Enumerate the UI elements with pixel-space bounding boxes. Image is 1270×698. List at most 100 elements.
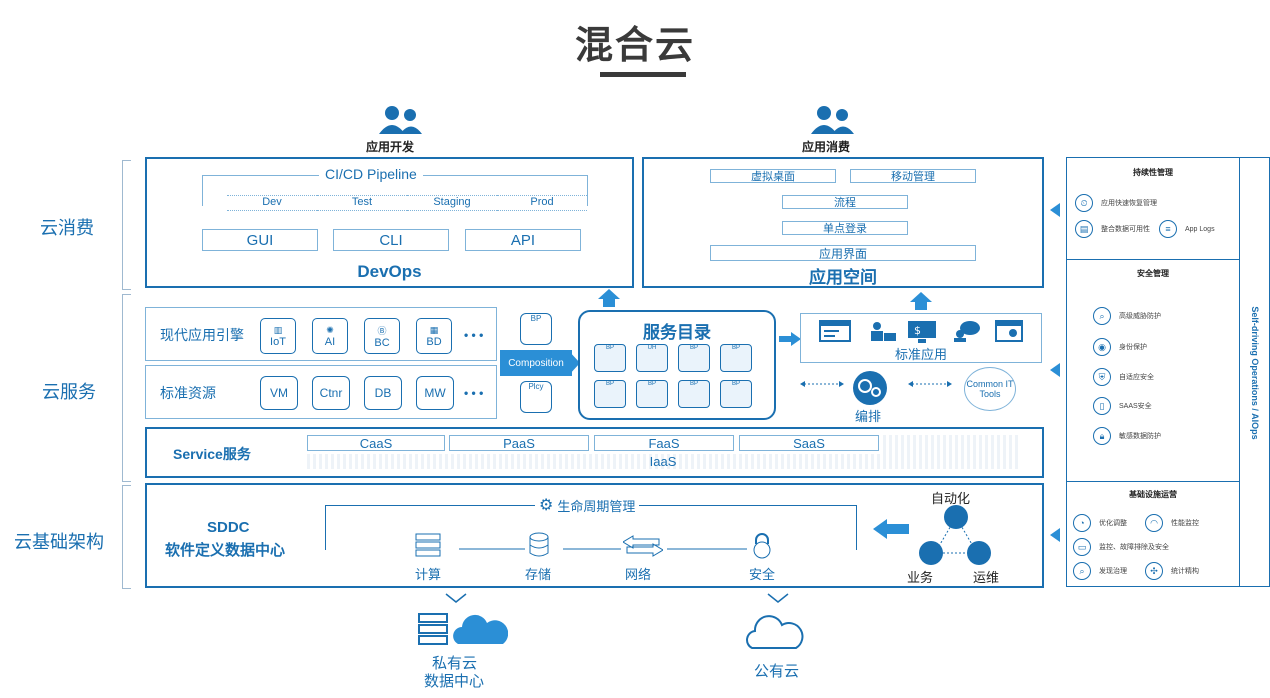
service-row-name: Service服务 [173, 446, 251, 462]
policy-icon: Plcy [520, 381, 552, 413]
bracket-service [122, 294, 131, 482]
connector [667, 548, 747, 550]
arrow-to-appspace [910, 292, 932, 310]
log-icon: ≡ [1159, 220, 1177, 238]
private-cloud-label: 私有云 [432, 655, 478, 672]
connector [563, 548, 621, 550]
stage-staging: Staging [407, 195, 497, 211]
database-icon: DB [364, 376, 402, 410]
monitor-icon: ▭ [1073, 538, 1091, 556]
app-interface: 应用界面 [710, 245, 976, 261]
business-label: 业务 [907, 570, 934, 585]
network-icon: ✣ [1145, 562, 1163, 580]
orchestration-gears-icon [853, 371, 887, 405]
service-row-box: Service服务 CaaS PaaS FaaS SaaS IaaS [145, 427, 1044, 478]
consumers-icon [811, 106, 854, 134]
iot-icon: ▥IoT [260, 318, 296, 354]
catalog-item[interactable]: BP [720, 380, 752, 408]
panel-divider [1239, 158, 1240, 586]
devops-box: CI/CD Pipeline Dev Test Staging Prod GUI… [145, 157, 634, 288]
recovery-icon: ⏲ [1075, 194, 1093, 212]
right-double-arrow [908, 381, 952, 387]
catalog-item[interactable]: BP [678, 380, 710, 408]
operations-panel: 持续性管理 ⏲应用快速恢复管理 ▤整合数据可用性 ≡App Logs 安全管理 … [1066, 157, 1270, 587]
continuity-item: ⏲应用快速恢复管理 [1075, 194, 1157, 212]
continuity-title: 持续性管理 [1133, 168, 1173, 177]
devops-header: 应用开发 [366, 140, 415, 154]
automation-label: 自动化 [931, 491, 971, 506]
service-faas: FaaS [594, 435, 734, 451]
catalog-item[interactable]: BP [594, 344, 626, 372]
layer-label-service: 云服务 [42, 382, 96, 402]
security-item: ▯SAAS安全 [1093, 397, 1152, 415]
orchestration-label: 编排 [855, 409, 882, 424]
security-title: 安全管理 [1137, 269, 1169, 278]
interface-cli: CLI [333, 229, 449, 251]
lock-icon: 🔒︎ [1093, 427, 1111, 445]
ai-icon: ✺AI [312, 318, 348, 354]
standard-resources-label: 标准资源 [160, 385, 216, 401]
pipeline-stages: Dev Test Staging Prod [227, 195, 587, 211]
standard-apps-box: $ 标准应用 [800, 313, 1042, 363]
catalog-title: 服务目录 [643, 323, 711, 342]
connector [459, 548, 525, 550]
catalog-item[interactable]: BP [594, 380, 626, 408]
continuity-item: ▤整合数据可用性 [1075, 220, 1150, 238]
lifecycle-management: ⚙生命周期管理 [535, 495, 640, 515]
middleware-icon: MW [416, 376, 454, 410]
left-arrow [1050, 363, 1060, 377]
public-cloud-icon [746, 615, 804, 649]
appspace-name: 应用空间 [809, 268, 877, 287]
private-dc-label: 数据中心 [424, 673, 485, 690]
composition-arrow: Composition [500, 350, 572, 376]
speedometer-icon: ◠ [1145, 514, 1163, 532]
left-arrow [1050, 528, 1060, 542]
layer-label-infra: 云基础架构 [14, 532, 104, 552]
sddc-storage: 存储 [525, 567, 552, 582]
payment-monitor-icon: $ [908, 321, 936, 343]
modern-engine-label: 现代应用引擎 [160, 327, 244, 343]
service-iaas: IaaS [307, 454, 1019, 469]
worker-icon [871, 322, 896, 341]
catalog-item[interactable]: UH [636, 344, 668, 372]
interface-gui: GUI [202, 229, 318, 251]
gauge-icon: ◔ [1073, 514, 1091, 532]
catalog-item[interactable]: BP [678, 344, 710, 372]
standard-resources-row: 标准资源 VM Ctnr DB MW • • • [145, 365, 497, 419]
form-icon [819, 320, 851, 342]
composition-arrow-head [568, 350, 580, 376]
sddc-full-name: 软件定义数据中心 [165, 542, 286, 559]
catalog-item[interactable]: BP [720, 344, 752, 372]
infra-item: ◔优化调整 [1073, 514, 1127, 532]
svg-text:$: $ [914, 324, 921, 337]
infra-item: ⌕发现治理 [1073, 562, 1127, 580]
developers-icon [379, 106, 422, 134]
infra-item: ✣统计精构 [1145, 562, 1199, 580]
blueprint-icon: BP [520, 313, 552, 345]
common-it-tools: Common IT Tools [964, 367, 1016, 411]
shield-icon: ⛨ [1093, 368, 1111, 386]
storage-icon [529, 532, 549, 557]
private-cloud-icon [418, 613, 508, 645]
app-workflow: 流程 [782, 195, 908, 209]
catalog-item[interactable]: BP [636, 380, 668, 408]
interface-api: API [465, 229, 581, 251]
chevron-down-icon [445, 593, 467, 603]
standard-apps-label: 标准应用 [894, 347, 947, 362]
sddc-compute: 计算 [415, 567, 442, 582]
app-mobile-management: 移动管理 [850, 169, 976, 183]
discover-icon: ⌕ [1073, 562, 1091, 580]
panel-divider [1067, 481, 1239, 482]
container-icon: Ctnr [312, 376, 350, 410]
catalog-grid: BP UH BP BP BP BP BP BP [594, 344, 752, 408]
settings-window-icon [995, 320, 1023, 342]
layer-label-consume: 云消费 [40, 218, 94, 238]
gear-icon: ⚙ [539, 497, 554, 514]
ops-label: 运维 [973, 570, 1000, 585]
stage-prod: Prod [497, 195, 587, 211]
appspace-box: 虚拟桌面 移动管理 流程 单点登录 应用界面 应用空间 [642, 157, 1044, 288]
service-caas: CaaS [307, 435, 445, 451]
lifecycle-label: 生命周期管理 [557, 498, 636, 514]
